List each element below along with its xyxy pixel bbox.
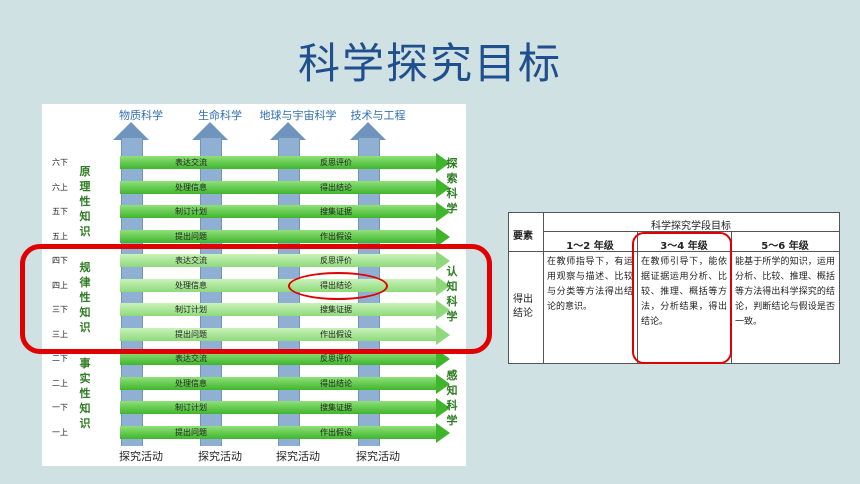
column-label: 物质科学 xyxy=(119,109,163,122)
left-group-label: 原理性知识 xyxy=(79,165,91,238)
stage-goal-table: 科学探究学段目标 要素 得出结论 1～2 年级 3～4 年级 5～6 年级 在教… xyxy=(508,212,840,364)
row-left-label: 提出问题 xyxy=(175,330,207,339)
table-cell: 在教师引导下，能依据证据运用分析、比较、推理、概括等方法，分析结果，得出结论。 xyxy=(641,257,727,327)
right-arrow-icon xyxy=(436,202,450,222)
row-left-label: 制订计划 xyxy=(175,207,207,216)
grade-label: 二上 xyxy=(52,379,68,388)
up-arrow-icon xyxy=(192,122,228,140)
process-row xyxy=(120,401,438,414)
right-group-label: 探索科学 xyxy=(446,157,458,215)
up-arrow-icon xyxy=(113,122,149,140)
row-right-label: 搜集证据 xyxy=(320,207,352,216)
row-right-label: 反思评价 xyxy=(320,256,352,265)
table-col-header: 5～6 年级 xyxy=(761,241,809,252)
highlight-oval xyxy=(288,272,388,300)
row-right-label: 得出结论 xyxy=(320,183,352,192)
process-row xyxy=(120,352,438,365)
right-arrow-icon xyxy=(436,227,450,247)
row-left-label: 表达交流 xyxy=(175,256,207,265)
row-left-label: 提出问题 xyxy=(175,232,207,241)
column-label: 地球与宇宙科学 xyxy=(259,109,337,122)
inquiry-diagram: 物质科学 生命科学 地球与宇宙科学 技术与工程 六下表达交流反思评价六上处理信息… xyxy=(42,104,466,466)
table-cell: 在教师指导下，有运用观察与描述、比较与分类等方法得出结论的意识。 xyxy=(547,257,633,312)
left-group-label: 规律性知识 xyxy=(79,261,91,334)
row-left-label: 处理信息 xyxy=(175,183,207,192)
process-row xyxy=(120,205,438,218)
row-right-label: 作出假设 xyxy=(320,330,352,339)
row-right-label: 得出结论 xyxy=(320,379,352,388)
table-col-header: 3～4 年级 xyxy=(660,241,708,252)
up-arrow-icon xyxy=(350,122,386,140)
column-label: 生命科学 xyxy=(198,109,242,122)
table-title: 科学探究学段目标 xyxy=(651,221,731,232)
process-row xyxy=(120,230,438,243)
process-row xyxy=(120,181,438,194)
bottom-label: 探究活动 xyxy=(119,450,163,463)
grade-label: 六上 xyxy=(52,183,68,192)
grade-label: 二下 xyxy=(52,354,68,363)
right-arrow-icon xyxy=(436,325,450,345)
highlight-rounded-box xyxy=(632,232,732,364)
row-right-label: 作出假设 xyxy=(320,232,352,241)
process-row xyxy=(120,156,438,169)
process-row xyxy=(120,426,438,439)
up-arrow-icon xyxy=(270,122,306,140)
row-left-label: 处理信息 xyxy=(175,379,207,388)
right-arrow-icon xyxy=(436,251,450,271)
grade-label: 六下 xyxy=(52,158,68,167)
table-row-key: 得出结论 xyxy=(513,294,533,319)
table-divider xyxy=(543,231,839,232)
grade-label: 五下 xyxy=(52,207,68,216)
row-right-label: 反思评价 xyxy=(320,354,352,363)
process-row xyxy=(120,377,438,390)
table-divider xyxy=(637,231,638,363)
highlight-box xyxy=(20,244,492,354)
row-left-label: 制订计划 xyxy=(175,305,207,314)
row-left-label: 表达交流 xyxy=(175,354,207,363)
row-left-label: 表达交流 xyxy=(175,158,207,167)
right-arrow-icon xyxy=(436,374,450,394)
table-divider xyxy=(543,213,544,363)
column-label: 技术与工程 xyxy=(350,109,406,122)
right-arrow-icon xyxy=(436,398,450,418)
row-right-label: 反思评价 xyxy=(320,158,352,167)
right-arrow-icon xyxy=(436,423,450,443)
row-left-label: 处理信息 xyxy=(175,281,207,290)
row-right-label: 作出假设 xyxy=(320,428,352,437)
grade-label: 三上 xyxy=(52,330,68,339)
bottom-label: 探究活动 xyxy=(356,450,400,463)
table-divider xyxy=(509,251,839,252)
process-row xyxy=(120,328,438,341)
table-cell: 能基于所学的知识，运用分析、比较、推理、概括等方法得出科学探究的结论，判断结论与… xyxy=(735,257,835,327)
row-left-label: 制订计划 xyxy=(175,403,207,412)
table-key-header: 要素 xyxy=(513,231,533,242)
column-headers: 物质科学 生命科学 地球与宇宙科学 技术与工程 xyxy=(42,107,466,125)
process-row xyxy=(120,254,438,267)
process-row xyxy=(120,303,438,316)
right-group-label: 感知科学 xyxy=(446,369,458,427)
row-right-label: 搜集证据 xyxy=(320,403,352,412)
left-group-label: 事实性知识 xyxy=(79,357,91,430)
grade-label: 四上 xyxy=(52,281,68,290)
grade-label: 一上 xyxy=(52,428,68,437)
row-right-label: 搜集证据 xyxy=(320,305,352,314)
grade-label: 三下 xyxy=(52,305,68,314)
right-group-label: 认知科学 xyxy=(446,265,458,323)
bottom-label: 探究活动 xyxy=(276,450,320,463)
right-arrow-icon xyxy=(436,153,450,173)
slide-title: 科学探究目标 xyxy=(297,39,562,88)
bottom-label: 探究活动 xyxy=(198,450,242,463)
right-arrow-icon xyxy=(436,300,450,320)
row-left-label: 提出问题 xyxy=(175,428,207,437)
grade-label: 四下 xyxy=(52,256,68,265)
grade-label: 一下 xyxy=(52,403,68,412)
table-col-header: 1～2 年级 xyxy=(566,241,614,252)
right-arrow-icon xyxy=(436,276,450,296)
grade-label: 五上 xyxy=(52,232,68,241)
right-arrow-icon xyxy=(436,349,450,369)
right-arrow-icon xyxy=(436,178,450,198)
